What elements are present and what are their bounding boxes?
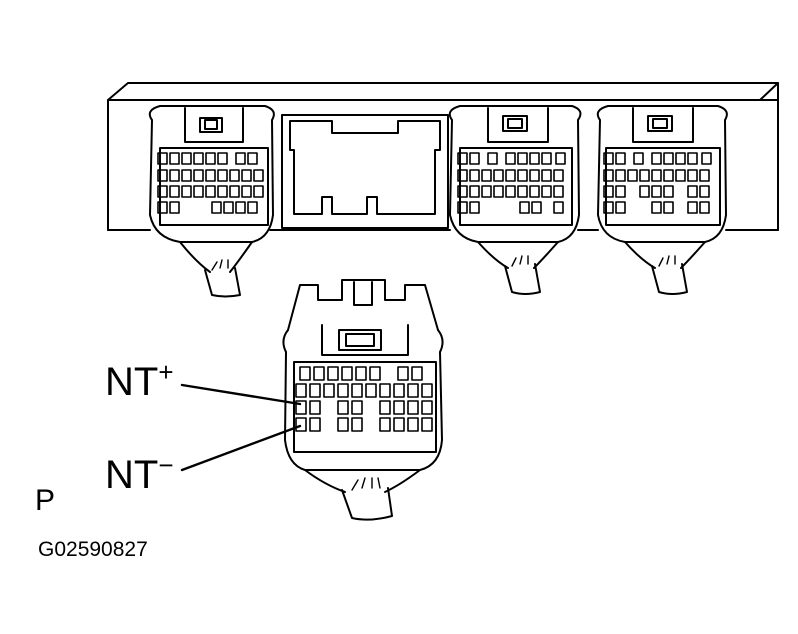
nt-plus-leader <box>180 383 302 406</box>
harness-connector <box>282 279 444 521</box>
nt-plus-label: NT+ <box>105 357 174 404</box>
nt-minus-leader <box>180 424 302 472</box>
view-letter: P <box>35 484 56 517</box>
center-blank-port <box>281 114 449 229</box>
ecu-connector-b <box>448 105 582 295</box>
ecu-connector-a <box>148 105 275 298</box>
ecu-housing <box>107 82 779 231</box>
figure-id: G02590827 <box>38 538 148 561</box>
ecu-connector-c <box>596 105 728 295</box>
nt-minus-label: NT− <box>105 450 174 497</box>
